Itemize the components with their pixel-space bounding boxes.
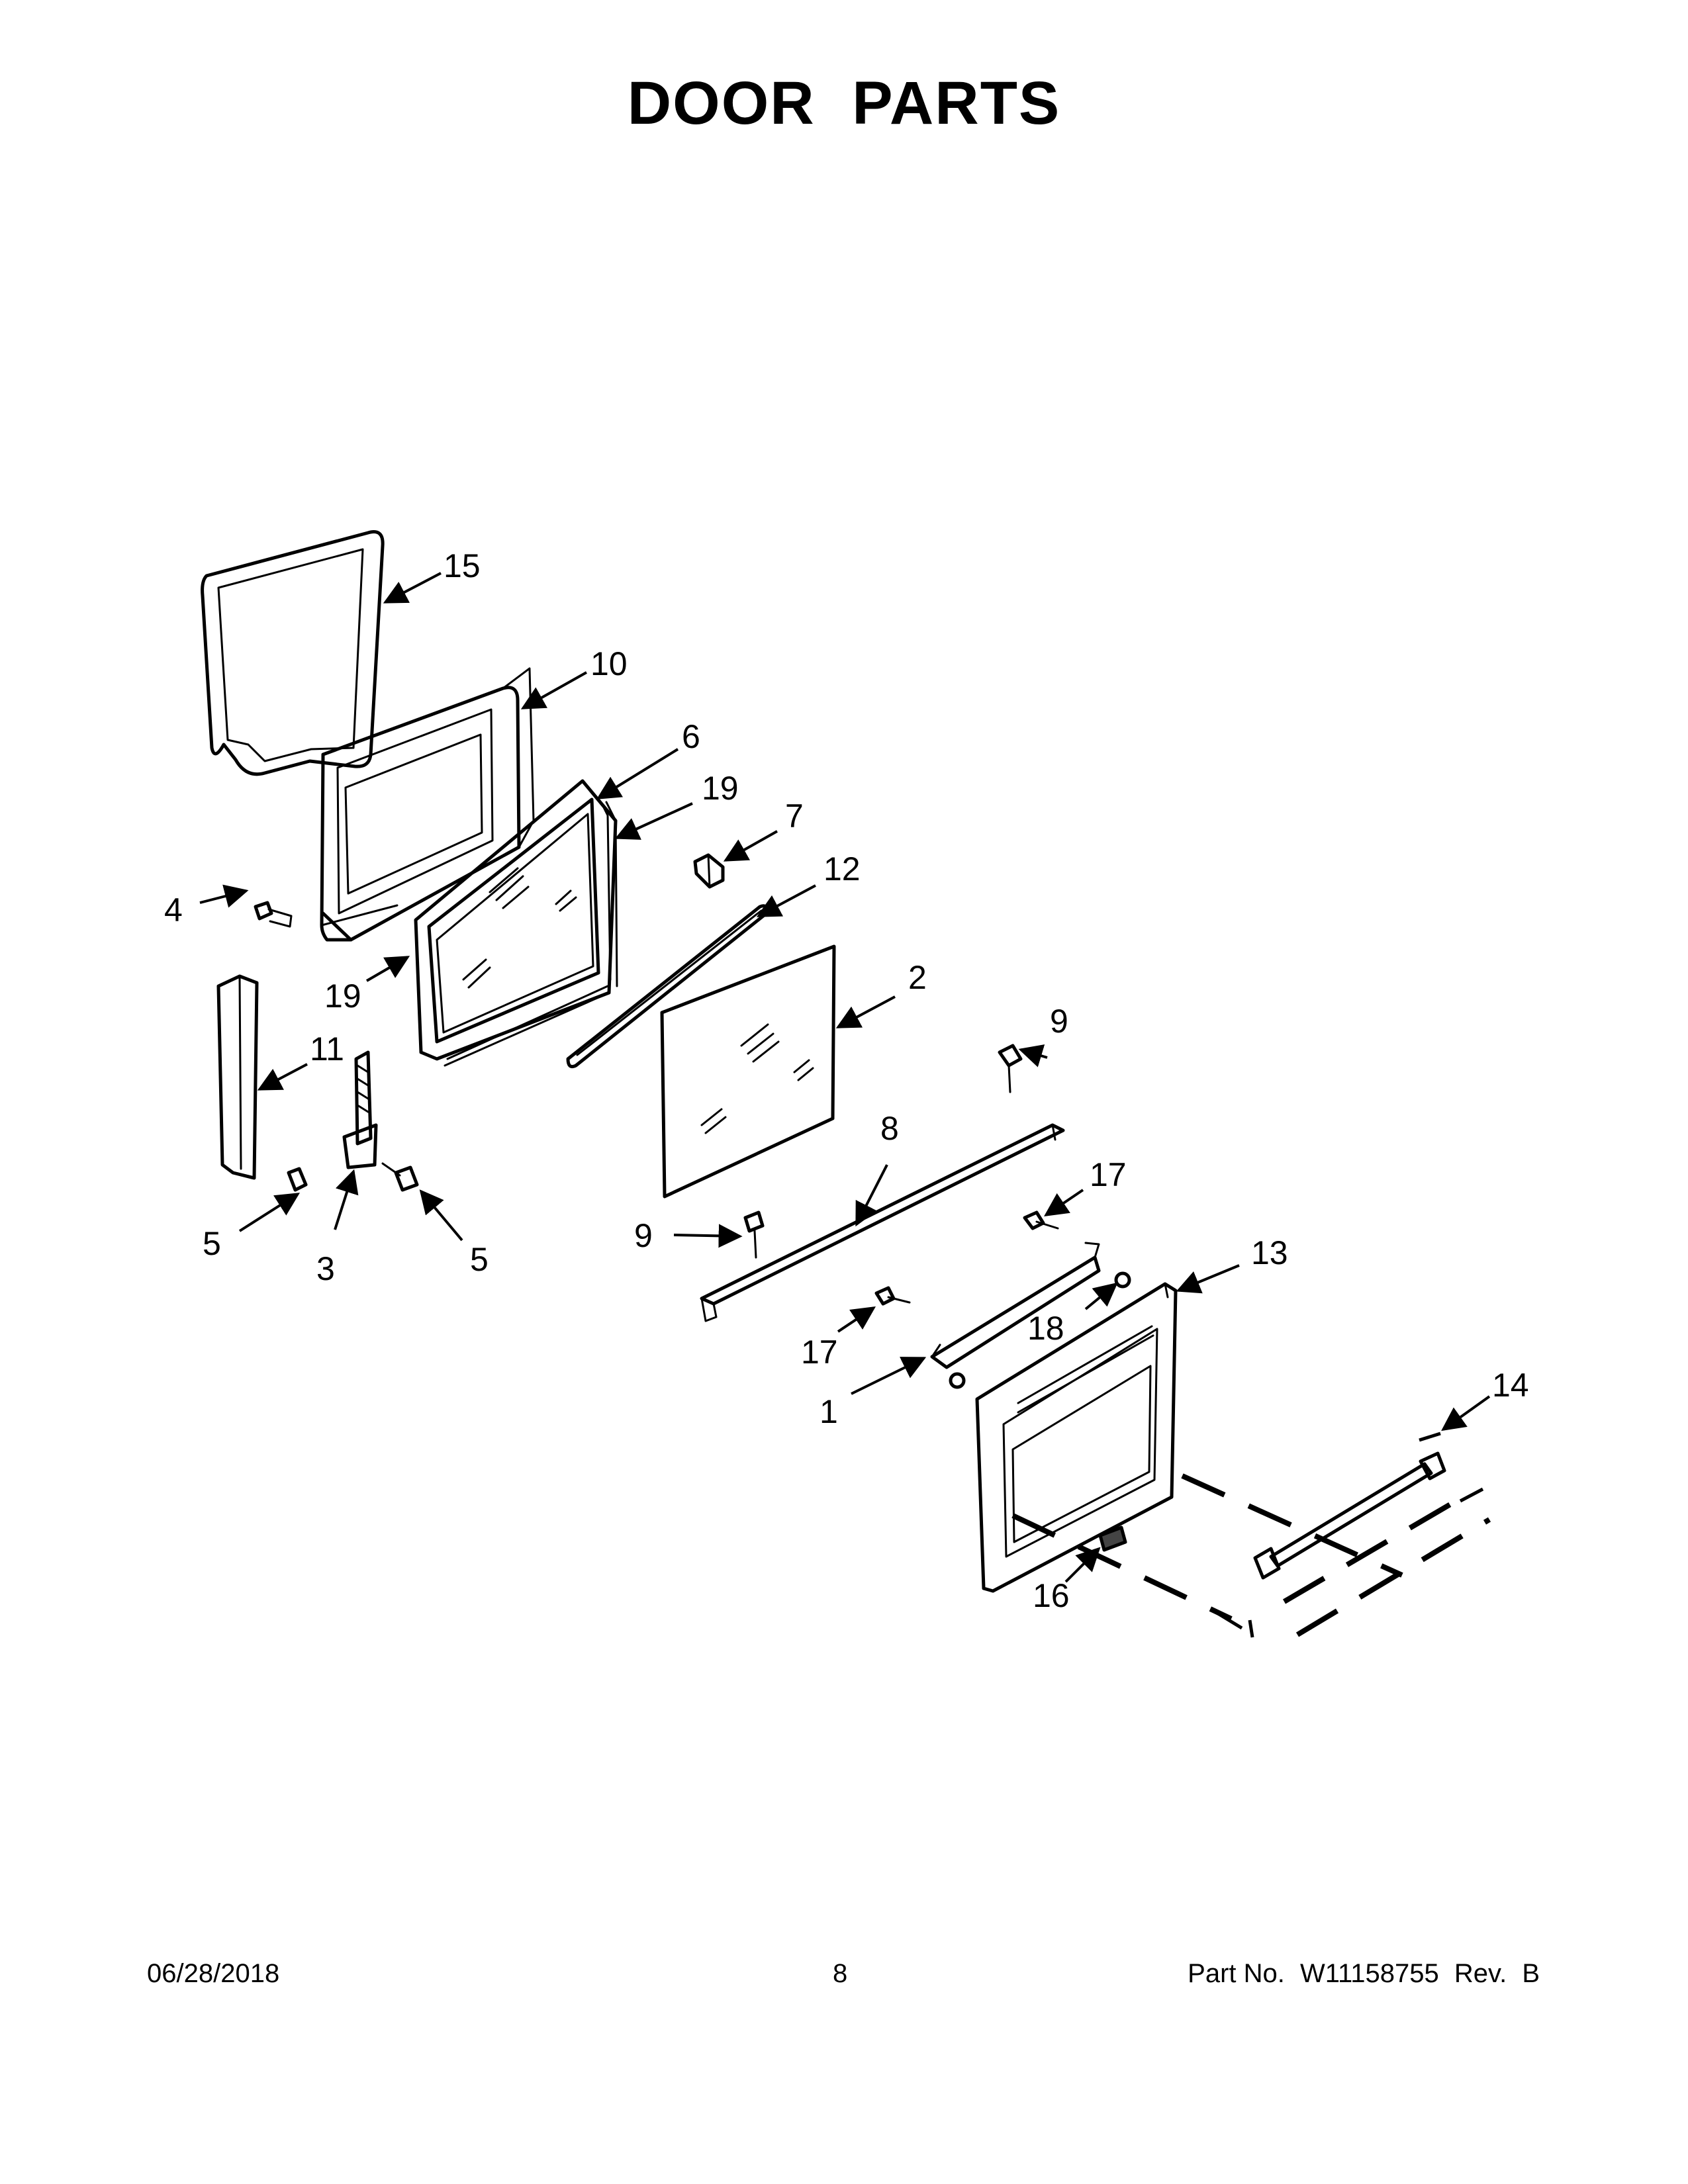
leader-15 xyxy=(383,572,442,604)
leader-13 xyxy=(1176,1264,1240,1294)
washer-part-18a xyxy=(1114,1271,1131,1289)
screw-part-4 xyxy=(254,901,293,928)
callout-5b: 5 xyxy=(470,1241,489,1278)
callout-18: 18 xyxy=(1027,1310,1064,1347)
callout-2: 2 xyxy=(908,959,927,996)
rev-label: Rev. xyxy=(1454,1959,1507,1988)
callout-1: 1 xyxy=(820,1393,838,1430)
callout-16: 16 xyxy=(1033,1577,1070,1614)
dashed-line-handle-bottom xyxy=(1295,1517,1491,1637)
dashed-line-handle-top xyxy=(1282,1490,1472,1604)
callout-8: 8 xyxy=(880,1110,899,1147)
leader-18 xyxy=(1084,1282,1118,1310)
callout-10: 10 xyxy=(590,645,628,682)
screw-part-17a xyxy=(1023,1210,1059,1230)
door-handle-part xyxy=(1253,1451,1446,1580)
glass-pack-part xyxy=(414,779,618,1067)
dashed-line-lower xyxy=(1011,1513,1233,1621)
leader-11 xyxy=(257,1063,308,1091)
screw-part-5b xyxy=(381,1162,419,1192)
inner-door-part xyxy=(320,667,535,942)
leader-5b xyxy=(419,1189,463,1242)
footer-part-number: Part No. W11158755 Rev. B xyxy=(1180,1959,1540,1989)
callout-7: 7 xyxy=(785,797,804,835)
handle-bracket-right xyxy=(1419,1432,1484,1503)
leader-5a xyxy=(238,1193,301,1232)
leader-19a xyxy=(614,802,693,840)
leader-14 xyxy=(1441,1395,1491,1432)
clip-part xyxy=(693,853,725,889)
small-latch-part xyxy=(1098,1525,1127,1552)
callout-3: 3 xyxy=(316,1250,335,1287)
leader-17b xyxy=(837,1306,876,1333)
callout-11: 11 xyxy=(310,1030,344,1068)
leader-17a xyxy=(1044,1189,1084,1217)
callout-6: 6 xyxy=(682,718,700,755)
outer-glass-part xyxy=(660,944,836,1199)
footer-date: 06/28/2018 xyxy=(147,1959,280,1988)
callout-9b: 9 xyxy=(634,1217,653,1254)
washer-part-18b xyxy=(949,1372,966,1389)
rev-value: B xyxy=(1522,1959,1540,1988)
title-word-door: DOOR xyxy=(627,69,816,137)
channel-part xyxy=(700,1123,1065,1322)
screw-part-17b xyxy=(874,1286,911,1306)
callout-4: 4 xyxy=(164,891,183,929)
hinge-part xyxy=(342,1050,378,1169)
callout-15: 15 xyxy=(444,547,481,584)
callout-17b: 17 xyxy=(801,1334,838,1371)
screw-part-5a xyxy=(287,1167,308,1192)
leader-1 xyxy=(851,1357,927,1395)
leader-10 xyxy=(520,671,587,709)
outer-door-frame-part xyxy=(975,1282,1178,1593)
bracket-part xyxy=(930,1242,1101,1369)
leader-9b xyxy=(673,1224,743,1248)
callout-14: 14 xyxy=(1492,1367,1529,1404)
leader-12 xyxy=(756,884,816,917)
leader-7 xyxy=(723,830,778,862)
page-title: DOOR PARTS xyxy=(0,69,1688,138)
leader-2 xyxy=(835,995,896,1028)
hinge-cover-part xyxy=(216,974,259,1180)
dashed-line-upper xyxy=(1181,1473,1403,1578)
screw-part-9b xyxy=(743,1210,765,1259)
callout-13: 13 xyxy=(1251,1234,1288,1271)
callout-5a: 5 xyxy=(203,1225,221,1262)
leader-9a xyxy=(1018,1044,1048,1068)
leader-8 xyxy=(855,1164,888,1227)
title-word-parts: PARTS xyxy=(852,69,1061,137)
door-gasket-part xyxy=(201,530,385,776)
part-label: Part No. xyxy=(1188,1959,1285,1988)
callout-17a: 17 xyxy=(1090,1156,1127,1193)
leader-6 xyxy=(596,748,679,799)
callout-12: 12 xyxy=(823,850,861,887)
callout-19b: 19 xyxy=(324,978,361,1015)
leader-16 xyxy=(1064,1547,1101,1583)
side-strip-part xyxy=(602,806,612,981)
footer-page-number: 8 xyxy=(833,1959,848,1988)
part-number: W11158755 xyxy=(1299,1959,1439,1988)
callout-9a: 9 xyxy=(1050,1003,1068,1040)
screw-part-9a xyxy=(998,1044,1023,1093)
callout-19a: 19 xyxy=(702,770,739,807)
leader-19b xyxy=(365,956,410,982)
leader-4 xyxy=(199,884,249,908)
handle-bracket-left xyxy=(1210,1608,1254,1638)
leader-3 xyxy=(334,1169,359,1230)
